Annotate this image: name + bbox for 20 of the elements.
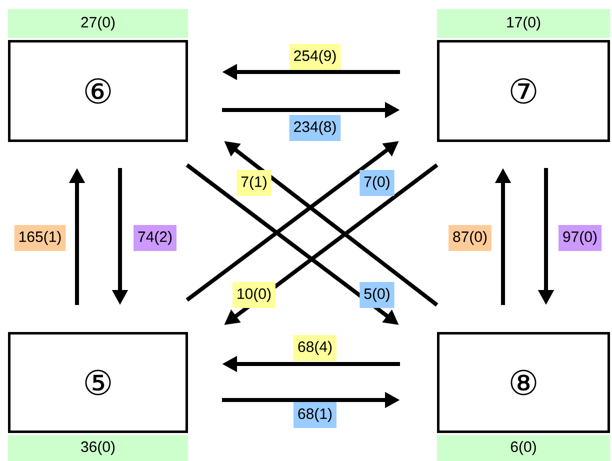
- box: ⑦: [437, 40, 610, 142]
- edge-label: 165(1): [14, 225, 66, 251]
- edge-label: 234(8): [289, 115, 341, 141]
- box: ⑥: [8, 40, 188, 142]
- edge-label: 7(1): [236, 170, 272, 196]
- count-label: 6(0): [437, 435, 610, 461]
- edge-label: 10(0): [232, 282, 276, 308]
- edge-label: 68(1): [294, 402, 337, 428]
- edge-label: 87(0): [448, 225, 492, 251]
- count-label: 36(0): [8, 435, 188, 461]
- edge-label: 68(4): [294, 335, 337, 361]
- edge-label: 254(9): [289, 44, 341, 70]
- edge-label: 7(0): [360, 170, 394, 196]
- box: ⑤: [8, 332, 188, 433]
- count-label: 27(0): [8, 9, 188, 38]
- count-label: 17(0): [437, 9, 610, 38]
- edge-label: 74(2): [134, 225, 177, 251]
- box: ⑧: [437, 332, 610, 433]
- edge-label: 5(0): [360, 282, 394, 308]
- edge-label: 97(0): [558, 225, 602, 251]
